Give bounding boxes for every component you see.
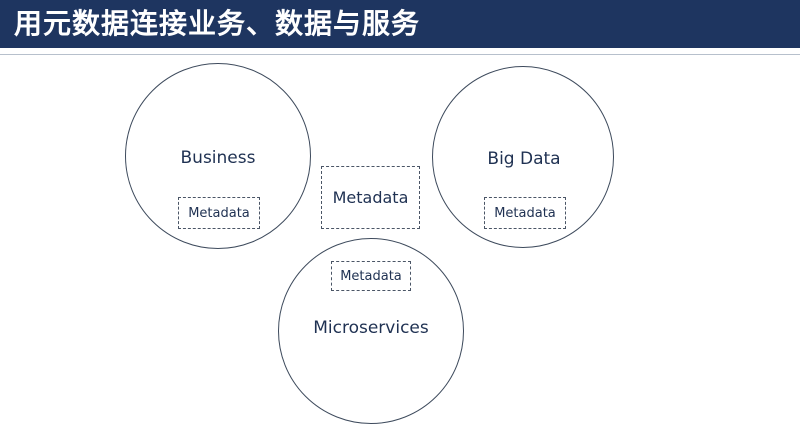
title-divider [0, 54, 800, 55]
title-bar: 用元数据连接业务、数据与服务 [0, 0, 800, 48]
big-data-metadata-box: Metadata [484, 197, 566, 229]
circle-business [125, 63, 311, 249]
circle-microservices-label: Microservices [313, 318, 429, 338]
center-metadata-box: Metadata [321, 166, 420, 229]
microservices-metadata-box: Metadata [331, 261, 411, 291]
circle-business-label: Business [180, 148, 256, 168]
business-metadata-box: Metadata [178, 197, 260, 229]
page-title: 用元数据连接业务、数据与服务 [14, 7, 421, 40]
circle-big-data-label: Big Data [487, 149, 561, 169]
circle-big-data [432, 66, 614, 248]
